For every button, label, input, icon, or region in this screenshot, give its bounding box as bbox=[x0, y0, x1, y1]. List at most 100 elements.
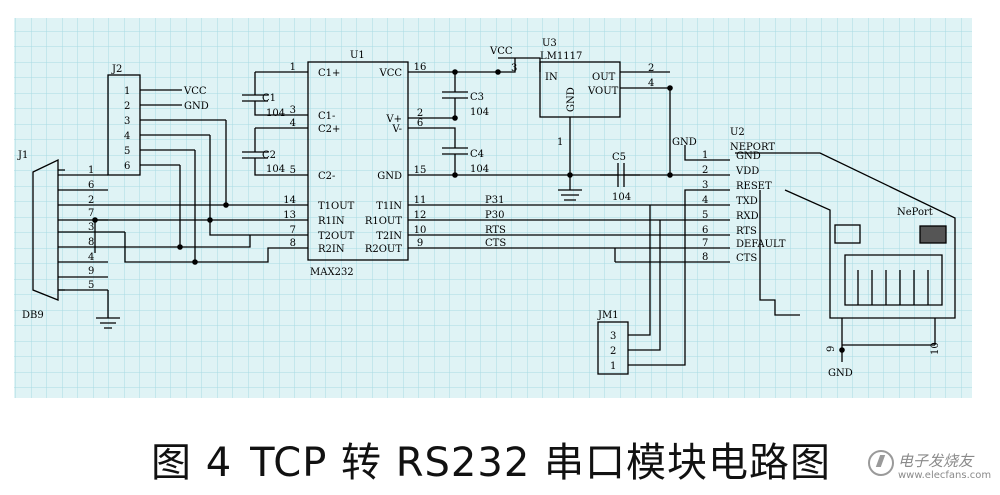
j2-ref: J2 bbox=[111, 64, 122, 75]
junctions bbox=[92, 69, 845, 353]
u1-pin-name: R1IN bbox=[318, 216, 345, 227]
u1-pin-name: C2- bbox=[318, 171, 335, 182]
u2-pin-number: 2 bbox=[702, 165, 708, 176]
u1-pin-number: 15 bbox=[414, 165, 427, 176]
watermark-url: www.elecfans.com bbox=[898, 470, 992, 481]
jm1-box bbox=[597, 321, 629, 375]
j1-pin: 7 bbox=[88, 208, 94, 219]
c5-ref: C5 bbox=[612, 152, 626, 163]
u1-pin-number: 7 bbox=[290, 225, 296, 236]
j2-vcc: VCC bbox=[183, 86, 207, 97]
j1-pin: 6 bbox=[88, 180, 94, 191]
u1-pin-name: C2+ bbox=[318, 124, 340, 135]
schematic: J1 DB9 1 6 2 7 3 8 4 9 5 J2 1 2 3 4 5 6 … bbox=[14, 18, 972, 398]
net-p30: P30 bbox=[485, 210, 504, 221]
j1-pin: 3 bbox=[88, 222, 94, 233]
u3-in: IN bbox=[545, 72, 558, 83]
u1-pin-number: 6 bbox=[417, 118, 423, 129]
u1-pin-name: GND bbox=[377, 171, 402, 182]
jm1-pin: 1 bbox=[610, 361, 616, 372]
u2-pin-name: CTS bbox=[736, 253, 757, 264]
net-cts: CTS bbox=[485, 238, 506, 249]
u1-pin-number: 10 bbox=[414, 225, 427, 236]
u3-box bbox=[539, 61, 621, 118]
u1-pin-labels: 1C1+3C1-4C2+5C2-14T1OUT13R1IN7T2OUT8R2IN… bbox=[283, 62, 426, 255]
u3-pin-gnd: 1 bbox=[557, 137, 563, 148]
j1-pin: 1 bbox=[88, 165, 94, 176]
watermark-name: 电子发烧友 bbox=[898, 452, 974, 470]
u1-pin-number: 5 bbox=[290, 165, 296, 176]
watermark: 电子发烧友 www.elecfans.com bbox=[868, 448, 993, 488]
u2-pin-name: DEFAULT bbox=[736, 239, 786, 250]
u1-pin-name: V+ bbox=[385, 114, 402, 125]
figure-number: 图 4 bbox=[151, 440, 233, 486]
figure-title: TCP 转 RS232 串口模块电路图 bbox=[250, 440, 831, 486]
u2-pin-number: 3 bbox=[702, 180, 708, 191]
u2-pin-name: VDD bbox=[735, 166, 759, 177]
neport-rj-right bbox=[919, 225, 947, 244]
u2-gnd-net: GND bbox=[672, 137, 697, 148]
j2-pin: 4 bbox=[124, 131, 130, 142]
u1-pin-name: T1IN bbox=[376, 201, 402, 212]
j1-pin: 9 bbox=[88, 266, 94, 277]
vcc-net: VCC bbox=[489, 46, 513, 57]
j2-pin: 5 bbox=[124, 146, 130, 157]
u1-ref: U1 bbox=[350, 50, 365, 61]
u2-pin-number: 6 bbox=[702, 225, 708, 236]
u2-pin-number: 8 bbox=[702, 252, 708, 263]
u1-pin-name: T1OUT bbox=[318, 201, 355, 212]
j2-box bbox=[107, 74, 141, 176]
u1-pin-number: 9 bbox=[417, 238, 423, 249]
c5-value: 104 bbox=[612, 192, 631, 203]
u1-pin-number: 1 bbox=[290, 62, 296, 73]
jm1-pin: 2 bbox=[610, 346, 616, 357]
j2-gnd: GND bbox=[184, 101, 209, 112]
u2-part: NEPORT bbox=[730, 142, 775, 153]
u1-pin-number: 12 bbox=[414, 210, 427, 221]
u3-gnd: GND bbox=[566, 87, 577, 112]
u2-pin-name: TXD bbox=[736, 196, 758, 207]
u1-pin-name: R2IN bbox=[318, 244, 345, 255]
u3-out: OUT bbox=[592, 72, 616, 83]
net-p31: P31 bbox=[485, 195, 504, 206]
net-rts: RTS bbox=[485, 225, 506, 236]
neport-rj-left bbox=[834, 224, 861, 244]
u2-pin-name: GND bbox=[736, 151, 761, 162]
neport-module-label: NePort bbox=[897, 207, 933, 218]
c1-value: 104 bbox=[266, 108, 285, 119]
u2-pin-number: 1 bbox=[702, 150, 708, 161]
watermark-logo-icon bbox=[868, 450, 894, 476]
u2-pin-name: RESET bbox=[736, 181, 772, 192]
u3-part: LM1117 bbox=[540, 51, 582, 62]
jm1-ref: JM1 bbox=[597, 310, 619, 321]
j1-shell bbox=[32, 158, 59, 301]
c2-ref: C2 bbox=[262, 150, 276, 161]
j2-pin: 6 bbox=[124, 161, 130, 172]
j2-pin: 3 bbox=[124, 116, 130, 127]
j1-pin: 4 bbox=[88, 252, 94, 263]
figure-caption: 图 4 TCP 转 RS232 串口模块电路图 bbox=[0, 430, 1000, 488]
u1-pin-number: 13 bbox=[283, 210, 296, 221]
grid-lines bbox=[14, 18, 972, 398]
u2-pin-number: 7 bbox=[702, 238, 708, 249]
c4-ref: C4 bbox=[470, 149, 484, 160]
c3-value: 104 bbox=[470, 107, 489, 118]
u1-pin-name: C1+ bbox=[318, 68, 340, 79]
c3-ref: C3 bbox=[470, 92, 484, 103]
u1-pin-number: 16 bbox=[414, 62, 427, 73]
u1-pin-number: 3 bbox=[290, 105, 296, 116]
jm1-pin: 3 bbox=[610, 331, 616, 342]
u1-pin-number: 2 bbox=[417, 108, 423, 119]
c2-value: 104 bbox=[266, 164, 285, 175]
j1-pin: 2 bbox=[88, 195, 94, 206]
wires bbox=[32, 57, 956, 375]
u2-pin-number: 4 bbox=[702, 195, 708, 206]
u1-part: MAX232 bbox=[310, 267, 354, 278]
u1-box bbox=[307, 61, 409, 261]
u3-pin-in: 3 bbox=[511, 63, 517, 74]
u1-pin-name: R2OUT bbox=[365, 244, 403, 255]
j2-pin: 1 bbox=[124, 86, 130, 97]
j1-pin: 5 bbox=[88, 280, 94, 291]
u3-pin-out: 2 bbox=[648, 63, 654, 74]
